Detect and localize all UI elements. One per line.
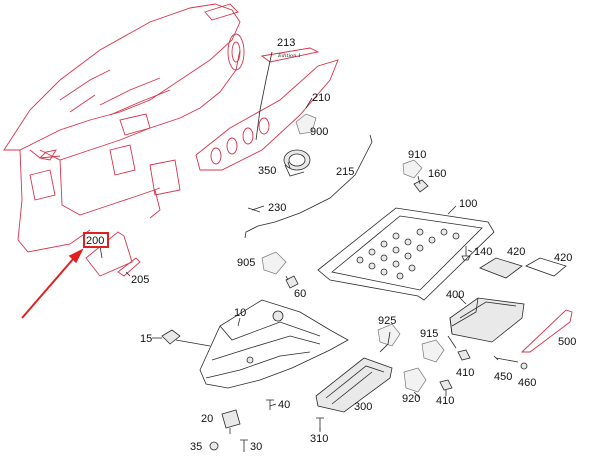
part-400-shape <box>449 297 525 343</box>
badge-text: Edition 1 <box>277 53 301 59</box>
part-15-shape <box>161 329 181 345</box>
label-213: 213 <box>277 37 295 49</box>
label-410-upper: 410 <box>456 367 474 379</box>
part-410-lower-shape <box>439 379 453 391</box>
label-210: 210 <box>312 92 330 104</box>
label-10: 10 <box>234 307 246 319</box>
part-350-shape <box>283 149 311 177</box>
label-915: 915 <box>420 328 438 340</box>
label-20: 20 <box>201 413 213 425</box>
nut-460 <box>520 362 528 370</box>
part-205-shape <box>117 257 141 277</box>
label-420-left: 420 <box>507 246 525 258</box>
label-350: 350 <box>258 165 276 177</box>
label-140: 140 <box>474 246 492 258</box>
part-300-shape <box>315 357 393 413</box>
label-230: 230 <box>268 202 286 214</box>
label-160: 160 <box>428 168 446 180</box>
label-205: 205 <box>131 274 149 286</box>
label-900: 900 <box>310 126 328 138</box>
label-310: 310 <box>310 433 328 445</box>
label-40: 40 <box>278 399 290 411</box>
label-910: 910 <box>408 149 426 161</box>
connector-bag-910 <box>402 159 423 179</box>
bolt-140 <box>461 246 471 261</box>
label-420-right: 420 <box>554 252 572 264</box>
label-400: 400 <box>446 289 464 301</box>
part-20-shape <box>221 409 241 429</box>
part-160-shape <box>413 179 429 193</box>
leader-lines <box>99 51 473 434</box>
connector-bag-925 <box>377 323 401 347</box>
label-200: 200 <box>86 235 104 247</box>
part-410-upper-shape <box>457 349 471 361</box>
label-905: 905 <box>237 257 255 269</box>
label-500: 500 <box>558 336 576 348</box>
label-15: 15 <box>140 333 152 345</box>
part-60-shape <box>285 275 299 289</box>
part-420-right-shape <box>525 257 567 277</box>
highlight-box <box>83 232 109 248</box>
label-920: 920 <box>402 393 420 405</box>
label-35: 35 <box>190 441 202 453</box>
part-200-shape <box>85 231 133 277</box>
nut-35 <box>209 441 219 451</box>
label-300: 300 <box>354 401 372 413</box>
label-450: 450 <box>494 371 512 383</box>
label-410-lower: 410 <box>436 395 454 407</box>
part-500-shape <box>520 309 573 353</box>
bolt-450 <box>493 355 519 363</box>
highlight-arrow <box>21 248 84 319</box>
part-210-shape <box>195 59 339 171</box>
connector-bag-915 <box>421 339 445 363</box>
bolt-30 <box>240 439 248 452</box>
label-460: 460 <box>518 377 536 389</box>
label-30: 30 <box>250 441 262 453</box>
dashboard-outline <box>3 3 245 253</box>
cable-230 <box>247 207 261 213</box>
label-925: 925 <box>378 315 396 327</box>
part-10-shape <box>175 299 349 389</box>
part-100-shape <box>317 207 495 301</box>
connector-bag-920 <box>403 367 427 393</box>
label-100: 100 <box>459 198 477 210</box>
badge-213 <box>260 47 320 63</box>
label-215: 215 <box>336 166 354 178</box>
connector-bag-905 <box>261 251 287 275</box>
label-60: 60 <box>294 288 306 300</box>
bolt-40 <box>266 399 274 410</box>
part-labels: 213 210 900 350 215 230 200 205 910 160 … <box>86 37 576 453</box>
cable-215 <box>244 134 373 239</box>
part-420-left-shape <box>479 257 523 279</box>
connector-bag-900 <box>295 113 317 135</box>
